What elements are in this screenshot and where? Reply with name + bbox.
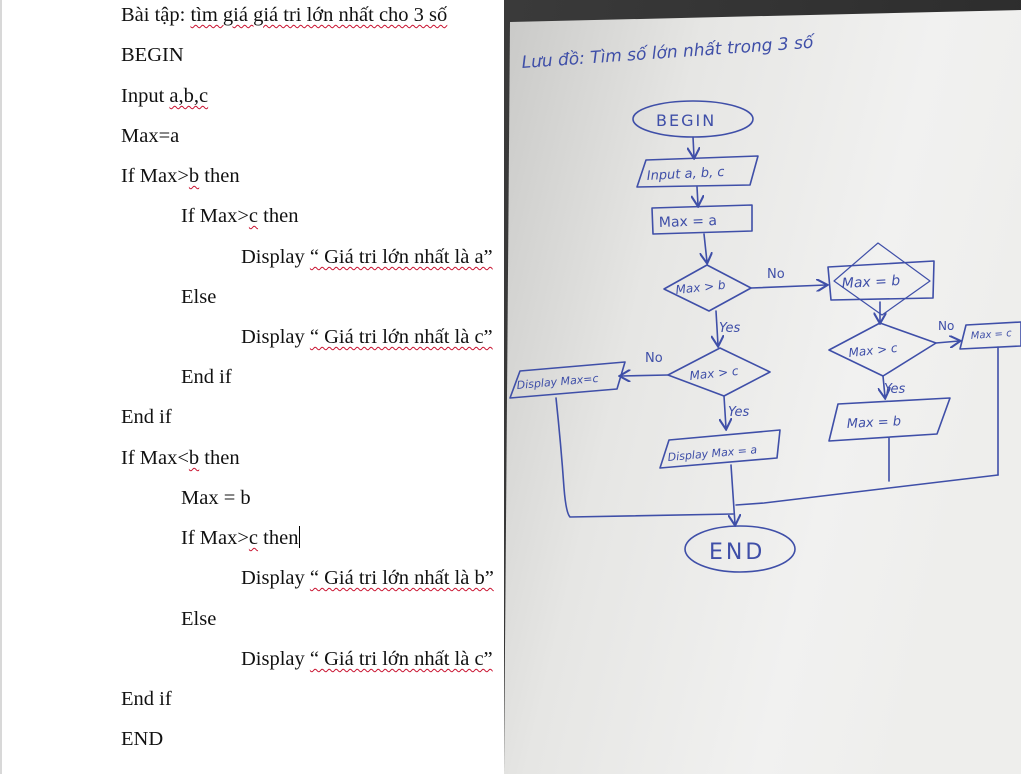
doc-line[interactable]: Display “ Giá tri lớn nhất là a” <box>241 245 493 269</box>
line-text: Display <box>241 567 310 589</box>
line-text: END <box>121 728 164 750</box>
doc-line[interactable]: BEGIN <box>121 43 184 67</box>
line-text: then <box>199 447 240 469</box>
spellcheck-flagged-text: a,b,c <box>169 85 209 107</box>
line-text: then <box>258 527 299 549</box>
line-text: If Max< <box>121 447 189 469</box>
end-terminal <box>684 525 796 573</box>
spellcheck-flagged-text: b <box>188 447 200 469</box>
cond-b-diamond <box>663 264 752 312</box>
line-text: Input <box>121 85 170 107</box>
document-page[interactable]: Bài tập: tìm giá giá tri lớn nhất cho 3 … <box>0 0 504 774</box>
assign-c-shape <box>959 321 1021 350</box>
cond-b-label: Max > b <box>675 278 727 297</box>
paper-sheet: Lưu đồ: Tìm số lớn nhất trong 3 số BEGIN… <box>504 10 1021 774</box>
assign-a-label: Max = a <box>659 213 718 231</box>
doc-line[interactable]: Bài tập: tìm giá giá tri lớn nhất cho 3 … <box>121 3 447 27</box>
doc-line[interactable]: If Max<b then <box>121 446 240 470</box>
output-b-label: Max = b <box>846 414 901 432</box>
line-text: Bài tập: <box>121 4 191 26</box>
output-b-shape <box>828 397 951 442</box>
doc-line[interactable]: End if <box>121 687 172 711</box>
line-text: then <box>199 165 240 187</box>
spellcheck-flagged-text: tìm giá giá tri lớn nhất cho 3 số <box>190 4 448 26</box>
spellcheck-flagged-text: “ Giá tri lớn nhất là c” <box>309 326 493 348</box>
yes-label-right: Yes <box>884 382 906 397</box>
assign-b-shape <box>827 260 935 301</box>
text-cursor <box>299 526 301 548</box>
no-label-c: No <box>645 351 663 366</box>
line-text: If Max> <box>181 205 249 227</box>
yes-label-c: Yes <box>728 405 750 420</box>
begin-label: BEGIN <box>656 111 716 130</box>
line-text: then <box>258 205 299 227</box>
doc-line[interactable]: Max = b <box>181 486 251 510</box>
doc-line[interactable]: Display “ Giá tri lớn nhất là c” <box>241 325 493 349</box>
line-text: Display <box>241 648 310 670</box>
display-a-shape <box>659 429 781 469</box>
no-label-b: No <box>767 267 785 282</box>
line-text: Else <box>181 608 217 630</box>
page-left-edge <box>0 0 2 774</box>
assign-a-shape <box>651 204 753 235</box>
line-text: Else <box>181 286 217 308</box>
doc-line[interactable]: End if <box>121 405 172 429</box>
line-text: End if <box>121 406 172 428</box>
end-label: END <box>709 540 765 565</box>
doc-line[interactable]: If Max>b then <box>121 164 240 188</box>
assign-c-label: Max = c <box>970 328 1012 342</box>
spellcheck-flagged-text: “ Giá tri lớn nhất là a” <box>309 246 493 268</box>
display-c-shape <box>509 361 626 399</box>
paper-surface <box>504 10 1021 774</box>
no-label-right: No <box>938 319 954 333</box>
doc-line[interactable]: End if <box>181 365 232 389</box>
input-shape <box>636 155 759 188</box>
doc-line[interactable]: Max=a <box>121 124 179 148</box>
line-text: Max = b <box>181 487 251 509</box>
doc-line[interactable]: Display “ Giá tri lớn nhất là b” <box>241 566 494 590</box>
doc-line[interactable]: Display “ Giá tri lớn nhất là c” <box>241 647 493 671</box>
assign-b-label: Max = b <box>841 273 900 292</box>
flowchart-photo: Lưu đồ: Tìm số lớn nhất trong 3 số BEGIN… <box>504 0 1021 774</box>
spellcheck-flagged-text: b <box>188 165 200 187</box>
doc-line[interactable]: END <box>121 727 163 751</box>
yes-label-b: Yes <box>719 321 741 336</box>
doc-line[interactable]: Input a,b,c <box>121 84 208 108</box>
line-text: BEGIN <box>121 44 184 66</box>
doc-line[interactable]: If Max>c then <box>181 526 301 550</box>
spellcheck-flagged-text: “ Giá tri lớn nhất là c” <box>309 648 493 670</box>
line-text: Display <box>241 246 310 268</box>
cond-c-right-label: Max > c <box>848 341 899 360</box>
doc-line[interactable]: If Max>c then <box>181 204 298 228</box>
line-text: End if <box>181 366 232 388</box>
line-text: Max=a <box>121 125 180 147</box>
spellcheck-flagged-text: c <box>248 205 259 227</box>
line-text: If Max> <box>181 527 249 549</box>
line-text: End if <box>121 688 172 710</box>
doc-line[interactable]: Else <box>181 285 216 309</box>
line-text: Display <box>241 326 310 348</box>
cond-c-left-label: Max > c <box>689 364 740 383</box>
spellcheck-flagged-text: c <box>248 527 259 549</box>
doc-line[interactable]: Else <box>181 607 216 631</box>
line-text: If Max> <box>121 165 189 187</box>
spellcheck-flagged-text: “ Giá tri lớn nhất là b” <box>309 567 494 589</box>
input-label: Input a, b, c <box>646 165 724 184</box>
